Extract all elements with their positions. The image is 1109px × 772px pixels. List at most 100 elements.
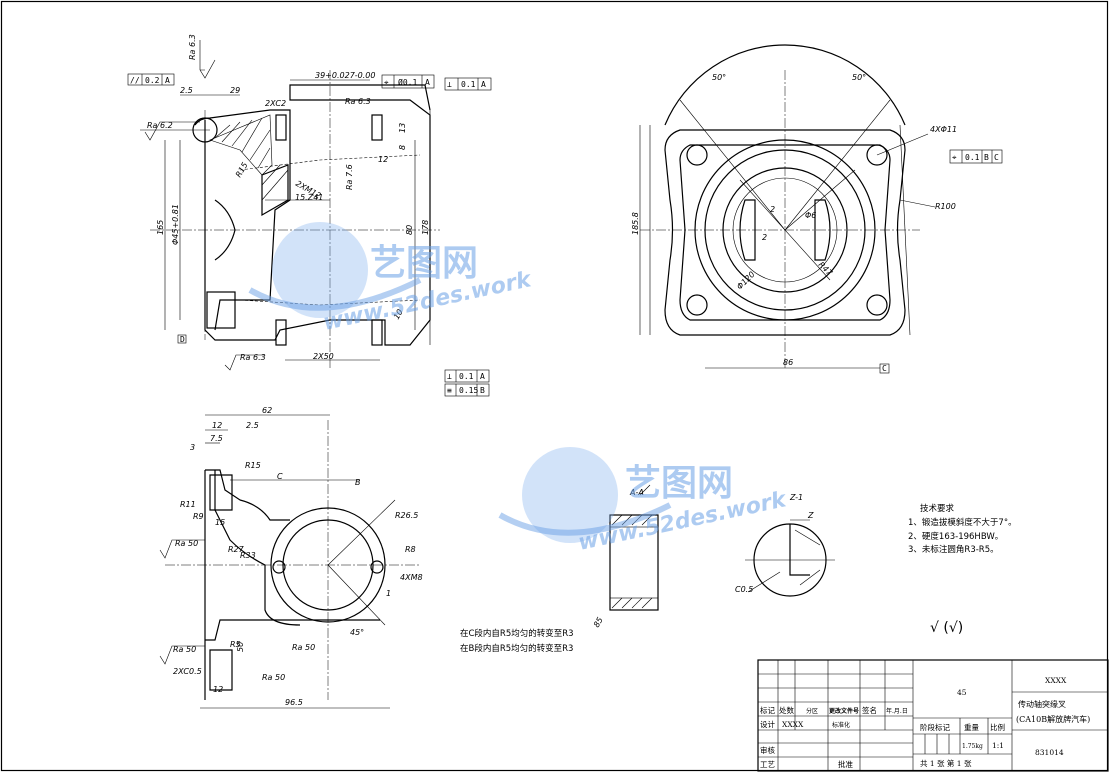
svg-text:A: A: [165, 76, 170, 85]
tl-dim-10: 10: [392, 308, 405, 321]
roughness-symbol: √ (√): [930, 620, 963, 636]
bl-ra-1: Ra 50: [175, 539, 198, 548]
tl-dim-165: 165: [156, 220, 165, 235]
svg-text:⌖: ⌖: [952, 153, 957, 162]
view-top-right: 50° 50° 4XΦ11 R100 ⌖ 0.1 B C 185.8 86 C …: [631, 44, 1003, 374]
tb-stage: 阶段标记: [920, 722, 950, 732]
fcf-holes: ⌖ 0.1 B C: [949, 149, 1003, 164]
tl-dim-12: 12: [378, 155, 388, 164]
tr-holes: 4XΦ11: [930, 125, 957, 134]
svg-text:⌖: ⌖: [384, 78, 389, 87]
tb-name-1: 传动轴突缘叉: [1018, 699, 1066, 709]
bl-dim-3: 3: [190, 443, 195, 452]
bl-dim-7-5: 7.5: [210, 434, 223, 443]
tb-process: 工艺: [760, 760, 775, 769]
svg-text:0.2: 0.2: [145, 76, 160, 85]
notes-heading: 技术要求: [920, 503, 955, 514]
svg-text:0.1: 0.1: [461, 80, 476, 89]
tb-designer: XXXX: [782, 720, 804, 729]
tr-datum-c: C: [882, 364, 887, 373]
bl-dim-12: 12: [212, 421, 222, 430]
svg-text:⊥: ⊥: [447, 372, 452, 381]
watermark-2: 艺图网 www.52des.work: [498, 447, 790, 556]
tl-dim-39: 39+0.027-0.00: [315, 71, 375, 80]
bl-dim-2-5: 2.5: [246, 421, 259, 430]
svg-text:C: C: [994, 153, 999, 162]
tl-ra-63-bottom: Ra 6.3: [240, 353, 266, 362]
tl-ra-76: Ra 7.6: [345, 164, 354, 190]
section-aa: A-A 85: [592, 484, 659, 629]
tb-design: 设计: [760, 719, 775, 729]
bl-dim-r11: R11: [180, 500, 196, 509]
tb-hdr-count: 处数: [779, 705, 794, 715]
tb-name-2: (CA10B解放牌汽车): [1016, 714, 1090, 724]
tl-dim-8: 8: [398, 145, 407, 150]
tb-sheet: 共 1 张 第 1 张: [920, 758, 972, 768]
tl-dim-29: 29: [230, 86, 240, 95]
bl-chamfer: 2XC0.5: [173, 667, 202, 676]
bl-ra-3: Ra 50: [292, 643, 315, 652]
svg-text:0.15: 0.15: [459, 386, 478, 395]
tl-dim-80: 80: [405, 225, 414, 235]
tl-dim-2xc2: 2XC2: [265, 99, 286, 108]
tb-company: XXXX: [1045, 676, 1067, 685]
watermark-2-brand: 艺图网: [625, 463, 733, 504]
detail-chamfer: C0.5: [735, 585, 753, 594]
tl-dim-15z41: 15.Z41: [295, 193, 323, 202]
bl-dim-r9: R9: [193, 512, 204, 521]
detail-z-label: Z: [807, 511, 814, 520]
bl-ra-2: Ra 50: [173, 645, 196, 654]
tl-dim-r15: R15: [234, 161, 250, 179]
view-bottom-left: 62 12 7.5 3 2.5 R15 C R11 R9 15 R27 R33 …: [159, 406, 423, 709]
tb-hdr-sign: 签名: [862, 705, 877, 715]
tb-weight-label: 重量: [964, 723, 979, 732]
svg-text://: //: [130, 76, 140, 85]
tl-dim-phi45: Φ45+0.81: [171, 204, 180, 245]
tb-std: 标准化: [832, 721, 850, 729]
bl-dim-r33: R33: [240, 551, 256, 560]
tr-inner-phi6: Φ6: [805, 211, 816, 220]
tr-angle-right: 50°: [852, 73, 866, 82]
detail-title: Z-1: [789, 493, 803, 502]
tb-drawing-no: 831014: [1035, 748, 1064, 757]
technical-notes: 技术要求 1、锻造拔模斜度不大于7°。 2、硬度163-196HBW。 3、未标…: [460, 503, 1017, 654]
notes-item-1: 1、锻造拔模斜度不大于7°。: [908, 517, 1017, 528]
tr-angle-left: 50°: [712, 73, 726, 82]
bl-ra-4: Ra 50: [262, 673, 285, 682]
bl-dim-r26-5: R26.5: [395, 511, 418, 520]
tb-material: 45: [957, 688, 967, 697]
bl-dim-r27: R27: [228, 545, 245, 554]
svg-text:⊥: ⊥: [447, 80, 452, 89]
fcf-bottom: ⊥ 0.1 A ≡ 0.15 B: [444, 369, 490, 397]
tr-inner-phi120: Φ120: [735, 270, 757, 292]
detail-z: Z-1 Z C0.5: [735, 493, 835, 597]
svg-text:Ø0.1: Ø0.1: [398, 77, 417, 87]
tb-approve: 批准: [838, 759, 853, 769]
svg-text:≡: ≡: [447, 386, 452, 395]
tb-hdr-zone: 分区: [806, 707, 818, 715]
note-transition-b: 在B段内自R5均匀的转变至R3: [460, 643, 573, 654]
section-dim: 85: [592, 616, 605, 629]
tl-ra-62: Ra 6.2: [147, 121, 173, 130]
svg-text:0.1: 0.1: [965, 153, 980, 162]
tl-ra-63-vertical: Ra 6.3: [188, 34, 197, 60]
bl-dim-12b: 12: [213, 685, 223, 694]
bl-angle-b: B: [355, 478, 361, 487]
watermark-1-brand: 艺图网: [370, 243, 478, 284]
tl-datum-d: D: [180, 335, 185, 344]
fcf-position: ⌖ Ø0.1 A: [381, 74, 435, 89]
svg-text:B: B: [984, 153, 989, 162]
bl-dim-r15: R15: [245, 461, 261, 470]
fcf-parallel: // 0.2 A: [127, 73, 175, 86]
svg-text:B: B: [480, 386, 485, 395]
title-block: 标记 处数 分区 更改文件号 签名 年.月.日 设计 XXXX 标准化 审核 工…: [757, 659, 1109, 772]
svg-text:A: A: [481, 80, 486, 89]
tr-inner-2: 2: [770, 205, 775, 214]
bl-dim-45: 45°: [350, 628, 364, 637]
svg-text:0.1: 0.1: [459, 372, 474, 381]
tb-hdr-date: 年.月.日: [886, 707, 908, 715]
tb-review: 审核: [760, 745, 775, 755]
tl-dim-2-5: 2.5: [180, 86, 193, 95]
bl-dim-c: C: [277, 472, 283, 481]
